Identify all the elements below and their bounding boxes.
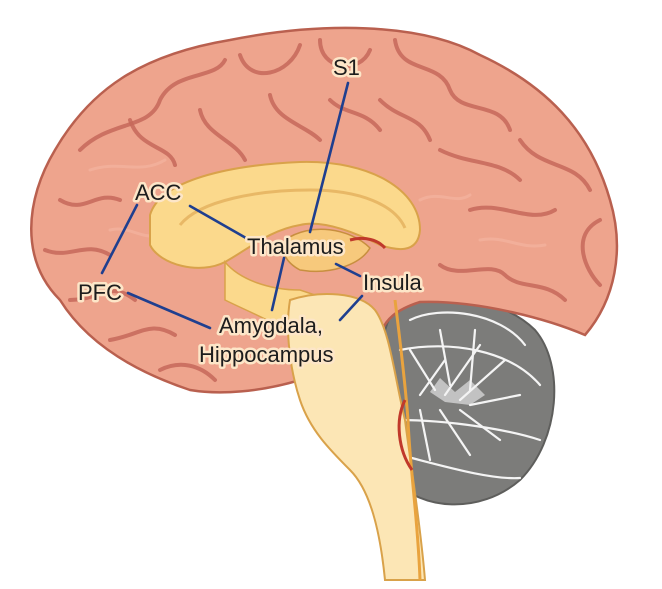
connector-acc-thalamus — [188, 204, 248, 240]
label-s1: S1 — [333, 55, 360, 80]
label-amygdala: Amygdala, — [219, 313, 323, 338]
label-hippocampus: Hippocampus — [199, 342, 334, 367]
connector-pfc-amygdala — [126, 291, 212, 330]
connector-acc-pfc — [100, 203, 139, 275]
connector-lines — [100, 81, 364, 330]
label-insula: Insula — [363, 270, 422, 295]
thalamus-region — [282, 228, 387, 273]
label-acc: ACC — [135, 180, 182, 205]
connector-s1 — [308, 81, 350, 234]
connector-insula-amygdala — [338, 294, 364, 322]
region-labels: S1 ACC Thalamus Insula PFC Amygdala, Hip… — [76, 53, 425, 370]
connector-thalamus-amygdala — [270, 256, 286, 312]
label-thalamus: Thalamus — [247, 234, 344, 259]
brainstem — [287, 293, 427, 581]
label-pfc: PFC — [78, 280, 122, 305]
connector-thalamus-insula — [334, 262, 362, 278]
cerebellum — [376, 296, 556, 506]
